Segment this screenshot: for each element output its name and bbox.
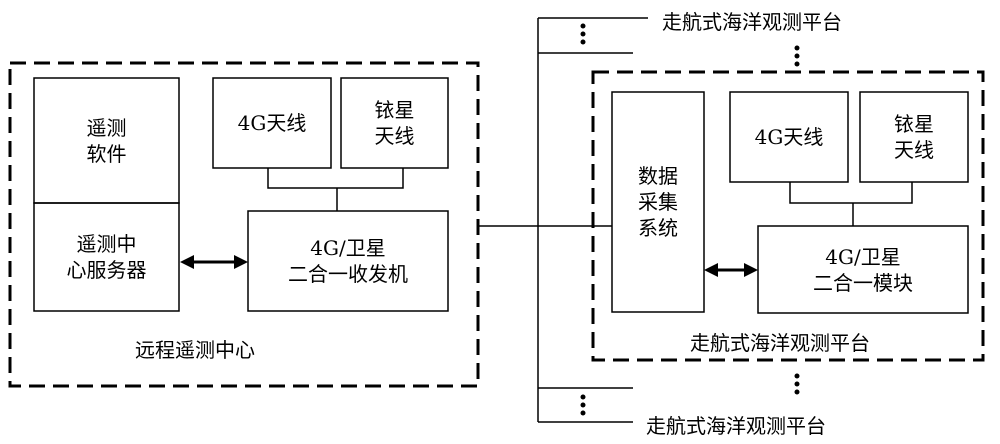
module-label: 4G/卫星 二合一模块 [813, 244, 913, 295]
arrowhead-right [234, 255, 248, 269]
remote-center-title: 远程遥测中心 [135, 338, 255, 362]
platform-boundary [591, 70, 985, 362]
antenna-4g-label-remote: 4G天线 [237, 111, 307, 135]
antenna-4g-label-platform: 4G天线 [754, 125, 824, 149]
transceiver-box [247, 210, 449, 312]
data-system-label: 数据 采集 系统 [638, 164, 678, 240]
other-platform-bottom-label: 走航式海洋观测平台 [646, 414, 826, 438]
arrowhead-right-2 [744, 263, 758, 277]
data-system-box [611, 91, 705, 313]
antenna-4g-box-platform [729, 91, 849, 183]
antenna-iridium-box-remote [340, 77, 449, 169]
platform-antenna-connector [789, 182, 913, 204]
software-label: 遥测 软件 [86, 115, 127, 166]
server-box [33, 202, 180, 312]
antenna-iridium-label-remote: 铱星 天线 [374, 98, 415, 148]
platform-title: 走航式海洋观测平台 [690, 331, 870, 355]
other-platform-top-label: 走航式海洋观测平台 [662, 10, 842, 34]
arrowhead-left [180, 255, 194, 269]
remote-center-boundary [8, 61, 480, 388]
server-label: 遥测中 心服务器 [66, 232, 147, 282]
module-box [757, 225, 969, 314]
remote-antenna-connector [267, 168, 404, 189]
antenna-iridium-label-platform: 铱星 天线 [894, 112, 934, 162]
antenna-iridium-box-platform [859, 91, 969, 183]
arrowhead-left-2 [704, 263, 718, 277]
antenna-4g-box-remote [212, 77, 332, 169]
transceiver-label: 4G/卫星 二合一收发机 [288, 236, 408, 286]
ellipsis-dots [580, 23, 800, 416]
